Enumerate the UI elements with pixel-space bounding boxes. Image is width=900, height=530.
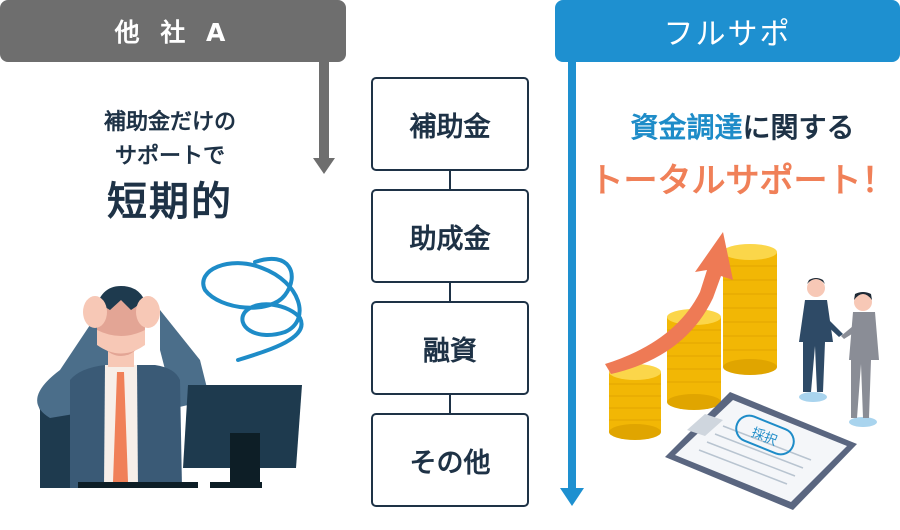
fullsupport-headline-highlight: 資金調達: [630, 111, 743, 144]
businessman-left-icon: [799, 278, 843, 402]
competitor-header: 他 社 A: [0, 0, 346, 62]
desk-edge: [78, 482, 198, 488]
fullsupport-arrow-shaft: [568, 55, 576, 490]
connector-line: [449, 395, 451, 413]
tie-icon: [113, 372, 128, 482]
growth-illustration: 採択: [605, 232, 879, 510]
stressed-businessman-illustration: [37, 256, 304, 488]
businessman-right-icon: [841, 292, 879, 427]
funding-type-loan: 融資: [371, 301, 529, 395]
left-hand: [83, 296, 107, 328]
connector-line: [449, 283, 451, 301]
funding-type-subsidy: 補助金: [371, 77, 529, 171]
funding-type-label: その他: [409, 447, 491, 479]
competitor-description-line-1: 補助金だけの: [103, 110, 236, 135]
fullsupport-arrow-down-icon: [560, 488, 584, 506]
monitor-icon: [183, 385, 302, 468]
fullsupport-description: 資金調達に関する トータルサポート！: [585, 108, 900, 206]
fullsupport-headline: 資金調達に関する: [585, 108, 900, 148]
funding-type-label: 助成金: [409, 223, 491, 255]
fullsupport-tagline: トータルサポート！: [589, 161, 896, 201]
growth-arrow-icon: [605, 232, 733, 374]
chair-icon: [38, 400, 75, 488]
competitor-arrow-shaft: [319, 55, 329, 160]
funding-type-label: 補助金: [409, 111, 491, 143]
contract-clipboard-icon: 採択: [665, 392, 857, 510]
fullsupport-header: フルサポ: [555, 0, 900, 62]
competitor-description-line-2: サポートで: [114, 144, 225, 169]
coin-stack-small-icon: [609, 364, 661, 440]
competitor-arrow-down-icon: [313, 158, 335, 174]
competitor-emphasis: 短期的: [107, 179, 233, 225]
connector-line: [449, 171, 451, 189]
fullsupport-header-label: フルサポ: [663, 17, 792, 52]
funding-type-label: 融資: [423, 335, 477, 367]
fullsupport-headline-rest: に関する: [742, 111, 855, 144]
monitor-stand: [230, 433, 260, 488]
stress-scribble-icon: [201, 256, 304, 362]
right-hand: [136, 296, 160, 328]
approval-stamp-icon: [735, 414, 795, 456]
funding-type-grant: 助成金: [371, 189, 529, 283]
competitor-header-label: 他 社 A: [114, 18, 232, 47]
competitor-description: 補助金だけの サポートで 短期的: [40, 106, 300, 226]
coin-stack-tall-icon: [723, 244, 777, 375]
funding-type-other: その他: [371, 413, 529, 507]
hair: [95, 286, 148, 312]
